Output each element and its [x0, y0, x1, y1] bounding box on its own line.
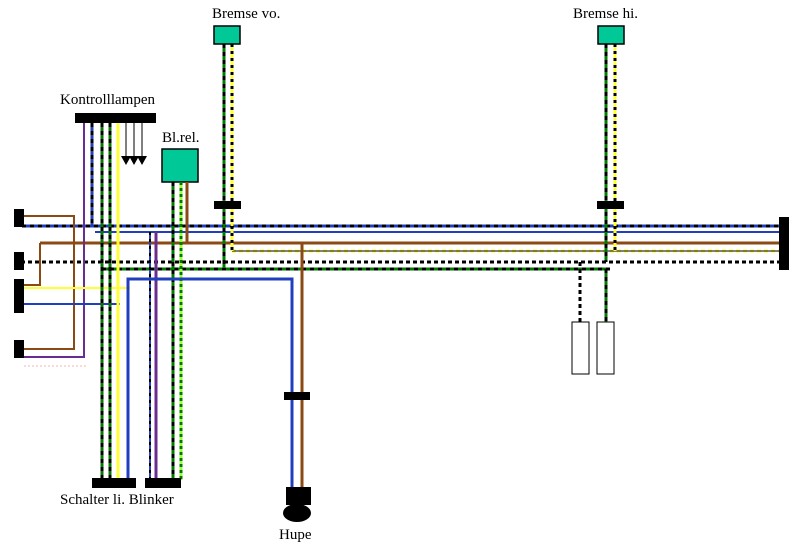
- hupe-block: [283, 243, 311, 522]
- label-blinkrelais: Bl.rel.: [162, 130, 200, 146]
- rear-bulbs: [571, 262, 615, 375]
- bremse-hinten-block: [597, 25, 625, 262]
- kontrolllampen-block: [75, 113, 156, 480]
- label-bremse-vorne: Bremse vo.: [212, 6, 280, 22]
- bremse-vorne-block: [213, 25, 241, 269]
- main-harness: [14, 217, 789, 271]
- left-connectors: [14, 122, 130, 367]
- label-schalter-li-blinker: Schalter li. Blinker: [60, 492, 174, 508]
- schalter-connectors: [92, 478, 181, 488]
- label-bremse-hinten: Bremse hi.: [573, 6, 638, 22]
- label-hupe: Hupe: [279, 527, 312, 543]
- blinkrelais-block: [161, 148, 199, 480]
- label-kontrolllampen: Kontrolllampen: [60, 92, 155, 108]
- switch-feed-wires: [126, 232, 294, 490]
